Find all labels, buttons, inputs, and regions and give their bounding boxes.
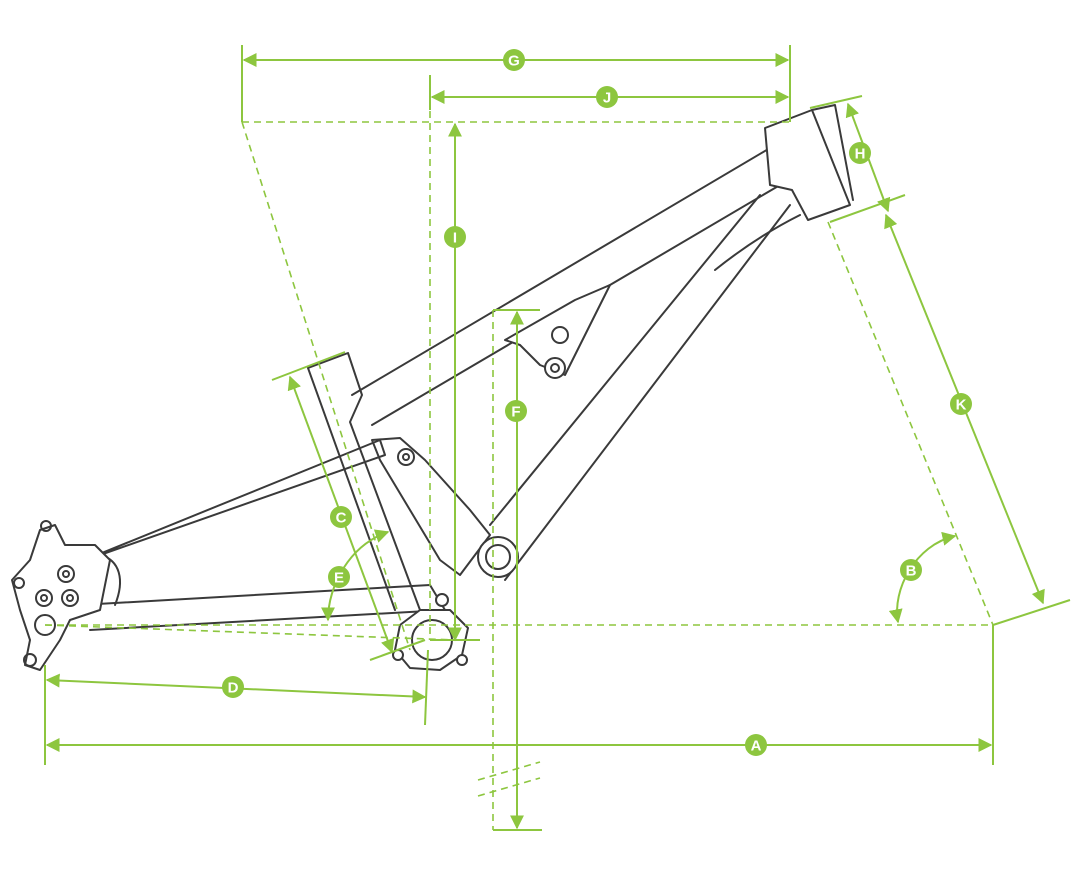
dimension-lines — [45, 53, 1045, 830]
badge-b: B — [900, 559, 922, 581]
down-tube — [489, 194, 791, 581]
rocker-link — [371, 437, 491, 576]
label-i: I — [453, 230, 457, 247]
badge-a: A — [745, 734, 767, 756]
reference-lines — [44, 45, 1071, 831]
badge-e: E — [328, 566, 350, 588]
badge-i: I — [444, 226, 466, 248]
rear-dropout — [11, 524, 111, 671]
badge-h: H — [849, 142, 871, 164]
badge-j: J — [596, 86, 618, 108]
badge-g: G — [503, 49, 525, 71]
label-e: E — [334, 570, 344, 587]
label-a: A — [751, 738, 762, 755]
badge-d: D — [222, 676, 244, 698]
label-f: F — [511, 404, 520, 421]
head-tube — [764, 109, 851, 221]
chain-stay — [79, 584, 446, 631]
bike-frame — [11, 104, 854, 671]
label-d: D — [228, 680, 239, 697]
label-h: H — [855, 146, 866, 163]
label-k: K — [956, 397, 967, 414]
badge-f: F — [505, 400, 527, 422]
top-tube — [351, 147, 781, 426]
label-g: G — [508, 53, 520, 70]
label-j: J — [603, 90, 611, 107]
seat-stay — [59, 439, 386, 571]
badge-c: C — [330, 506, 352, 528]
label-b: B — [906, 563, 917, 580]
badge-k: K — [950, 393, 972, 415]
label-c: C — [336, 510, 347, 527]
main-pivot — [477, 536, 519, 578]
